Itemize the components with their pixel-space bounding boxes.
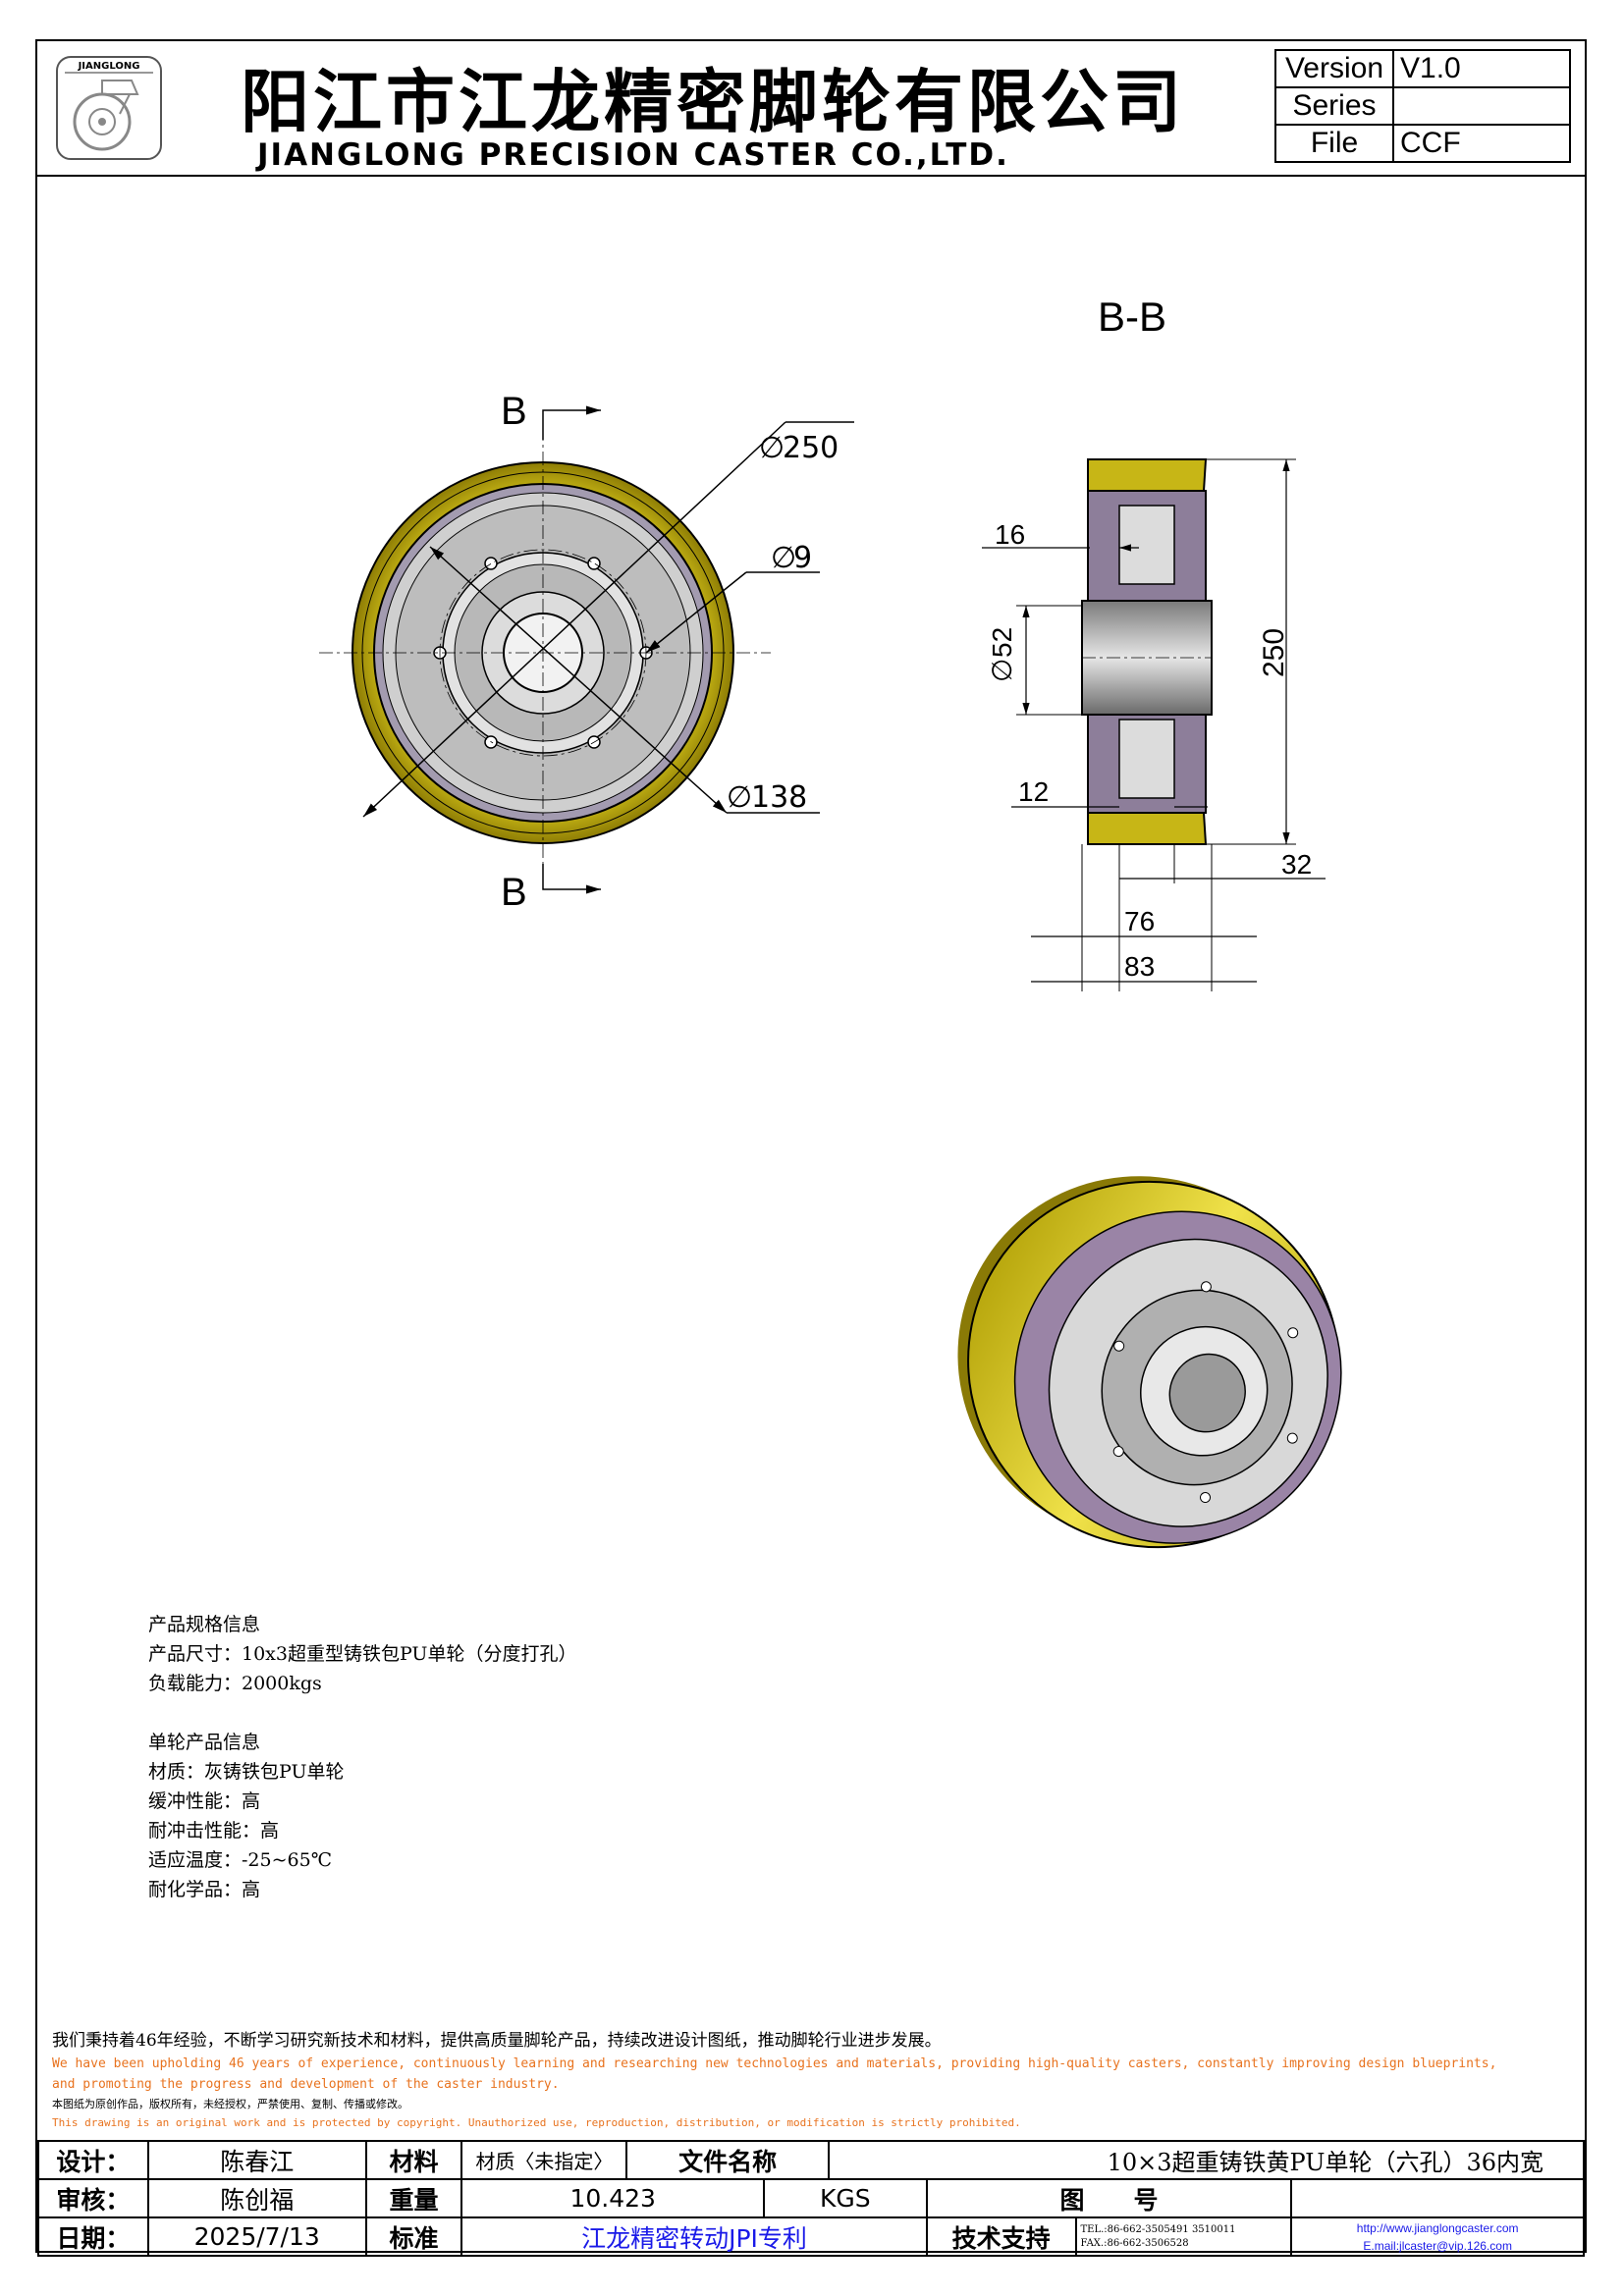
spec-line: 产品尺寸：10x3超重型铸铁包PU单轮（分度打孔） [148, 1643, 577, 1665]
spec-line: 单轮产品信息 [148, 1732, 261, 1753]
file-label: File [1274, 124, 1394, 163]
notice-cn: 我们秉持着46年经验，不断学习研究新技术和材料，提供高质量脚轮产品，持续改进设计… [52, 2031, 942, 2051]
spec-line: 缓冲性能：高 [148, 1790, 261, 1812]
review-value: 陈创福 [146, 2178, 367, 2218]
material-label: 材料 [364, 2140, 463, 2180]
svg-text:∅: ∅ [987, 659, 1017, 682]
spec-line: 耐冲击性能：高 [148, 1820, 280, 1842]
email-link[interactable]: E.mail:jlcaster@vip.126.com [1363, 2238, 1512, 2253]
date-label: 日期： [37, 2216, 149, 2257]
notice-en-a: We have been upholding 46 years of exper… [52, 2056, 1497, 2071]
spec-block-2: 单轮产品信息 材质：灰铸铁包PU单轮 缓冲性能：高 耐冲击性能：高 适应温度：-… [148, 1728, 576, 1904]
company-name-en: JIANGLONG PRECISION CASTER CO.,LTD. [257, 137, 1009, 173]
copyright-en: This drawing is an original work and is … [52, 2116, 1021, 2129]
fax: FAX.:86-662-3506528 [1080, 2237, 1189, 2249]
drawing-no-value [1290, 2178, 1585, 2218]
filename-label: 文件名称 [625, 2140, 830, 2180]
spec-block-1: 产品规格信息 产品尺寸：10x3超重型铸铁包PU单轮（分度打孔） 负载能力：20… [148, 1610, 576, 1698]
header-divider [35, 175, 1587, 177]
dim-d250: 250 [783, 431, 839, 465]
section-mark-bottom: B [501, 871, 527, 914]
material-value: 材质〈未指定〉 [460, 2140, 628, 2180]
spec-line: 产品规格信息 [148, 1614, 261, 1635]
wheel-3d-render [957, 1176, 1342, 1549]
standard-value: 江龙精密转动JPI专利 [460, 2216, 928, 2257]
copyright-cn: 本图纸为原创作品，版权所有，未经授权，严禁使用、复制、传播或修改。 [52, 2098, 408, 2110]
section-title: B-B [1098, 294, 1166, 340]
version-label: Version [1274, 49, 1394, 88]
dim-d138: 138 [751, 780, 807, 815]
dim-w12: 12 [1018, 776, 1049, 807]
dim-w32: 32 [1281, 849, 1312, 880]
logo-text: JIANGLONG [78, 61, 140, 72]
tel: TEL.:86-662-3505491 3510011 [1080, 2223, 1236, 2235]
weight-unit: KGS [763, 2178, 928, 2218]
design-label: 设计： [37, 2140, 149, 2180]
svg-text:∅: ∅ [727, 780, 752, 815]
dim-d52: 52 [987, 627, 1017, 658]
weight-value: 10.423 [460, 2178, 766, 2218]
section-mark-top: B [501, 390, 527, 433]
spec-line: 适应温度：-25~65℃ [148, 1849, 332, 1871]
svg-text:∅: ∅ [771, 541, 796, 575]
weight-label: 重量 [364, 2178, 463, 2218]
title-block: 设计： 陈春江 材料 材质〈未指定〉 文件名称 10×3超重铸铁黄PU单轮（六孔… [37, 2140, 1586, 2257]
series-value [1392, 86, 1571, 126]
contact-phone: TEL.:86-662-3505491 3510011 FAX.:86-662-… [1074, 2216, 1293, 2257]
support-label: 技术支持 [925, 2216, 1077, 2257]
series-label: Series [1274, 86, 1394, 126]
version-table: Version V1.0 Series File CCF [1274, 49, 1571, 163]
front-view: ∅ 250 ∅ 9 ∅ 138 B B [319, 390, 854, 914]
company-logo: JIANGLONG [56, 56, 162, 160]
version-value: V1.0 [1392, 49, 1571, 88]
spec-line: 耐化学品：高 [148, 1879, 261, 1900]
dim-h250: 250 [1258, 628, 1290, 677]
product-specs: 产品规格信息 产品尺寸：10x3超重型铸铁包PU单轮（分度打孔） 负载能力：20… [148, 1610, 576, 1934]
standard-label: 标准 [364, 2216, 463, 2257]
dim-w83: 83 [1124, 951, 1155, 982]
date-value: 2025/7/13 [146, 2216, 367, 2257]
notice-en-b: and promoting the progress and developme… [52, 2077, 560, 2092]
dim-w16: 16 [995, 519, 1025, 550]
design-value: 陈春江 [146, 2140, 367, 2180]
file-value: CCF [1392, 124, 1571, 163]
company-notice: 我们秉持着46年经验，不断学习研究新技术和材料，提供高质量脚轮产品，持续改进设计… [52, 2028, 1584, 2132]
section-view: B-B 16 ∅ 52 250 12 32 76 83 [982, 294, 1326, 991]
svg-text:∅: ∅ [759, 431, 785, 465]
website-link[interactable]: http://www.jianglongcaster.com [1356, 2220, 1519, 2235]
spec-line: 负载能力：2000kgs [148, 1673, 322, 1694]
dim-d9: 9 [793, 541, 812, 575]
dim-w76: 76 [1124, 906, 1155, 936]
spec-line: 材质：灰铸铁包PU单轮 [148, 1761, 345, 1783]
drawing-no-label: 图 号 [925, 2178, 1293, 2218]
filename-value: 10×3超重铸铁黄PU单轮（六孔）36内宽 [827, 2140, 1586, 2180]
company-name-cn: 阳江市江龙精密脚轮有限公司 [241, 62, 1185, 142]
review-label: 审核： [37, 2178, 149, 2218]
contact-web: http://www.jianglongcaster.com E.mail:jl… [1290, 2216, 1585, 2257]
